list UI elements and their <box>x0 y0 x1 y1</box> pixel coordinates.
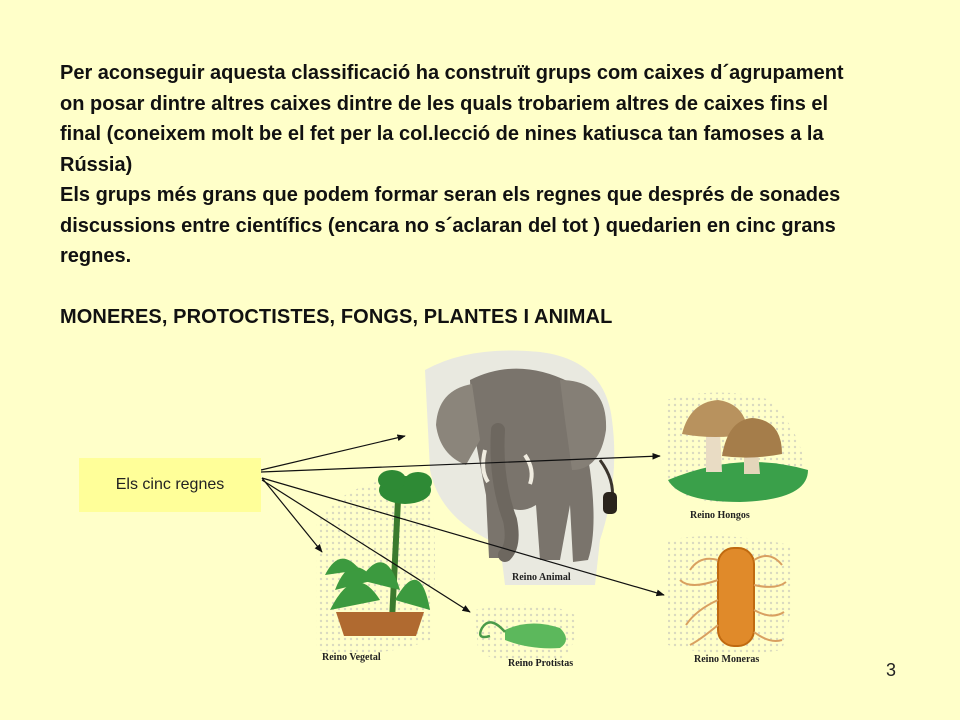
arrow-to-monera <box>261 477 665 597</box>
protist-caption: Reino Protistas <box>508 658 573 669</box>
plant-stem <box>389 499 401 621</box>
protist-kingdom-image: Reino Protistas <box>475 604 576 669</box>
diagram-arrows <box>260 434 665 613</box>
root-label: Els cinc regnes <box>115 476 225 493</box>
elephant-ear-left <box>436 384 480 465</box>
monera-caption: Reino Moneras <box>694 654 759 665</box>
intro-paragraph: Per aconseguir aquesta classificació ha … <box>60 62 844 176</box>
arrow-to-protist <box>261 479 471 613</box>
elephant-trunk <box>490 423 519 562</box>
grass-mound <box>668 462 808 502</box>
kingdoms-paragraph: Els grups més grans que podem formar ser… <box>60 184 841 267</box>
elephant-ear-right <box>560 380 607 470</box>
root-label-box: Els cinc regnes <box>79 458 261 512</box>
body-text: Per aconseguir aquesta classificació ha … <box>60 58 860 332</box>
arrow-to-plant <box>261 477 323 553</box>
animal-caption: Reino Animal <box>512 572 571 583</box>
plant-kingdom-image: Reino Vegetal <box>316 470 435 663</box>
bacterium-cell <box>717 547 755 647</box>
arrow-to-animal <box>260 434 406 471</box>
protist-body <box>505 623 566 649</box>
fungi-caption: Reino Hongos <box>690 510 750 521</box>
plant-pot <box>336 612 424 636</box>
kingdom-list: MONERES, PROTOCTISTES, FONGS, PLANTES I … <box>60 305 613 328</box>
mushroom-stem <box>706 432 722 472</box>
fungi-kingdom-image: Reino Hongos <box>664 392 808 521</box>
elephant-tusk <box>481 449 490 484</box>
arrow-to-fungi <box>260 452 661 473</box>
protist-flagellum <box>479 621 506 639</box>
monera-kingdom-image: Reino Moneras <box>668 536 793 665</box>
mushroom-cap <box>682 400 748 437</box>
plant-caption: Reino Vegetal <box>322 652 381 663</box>
animal-kingdom-image: Reino Animal <box>425 350 617 585</box>
page-number: 3 <box>886 660 897 680</box>
